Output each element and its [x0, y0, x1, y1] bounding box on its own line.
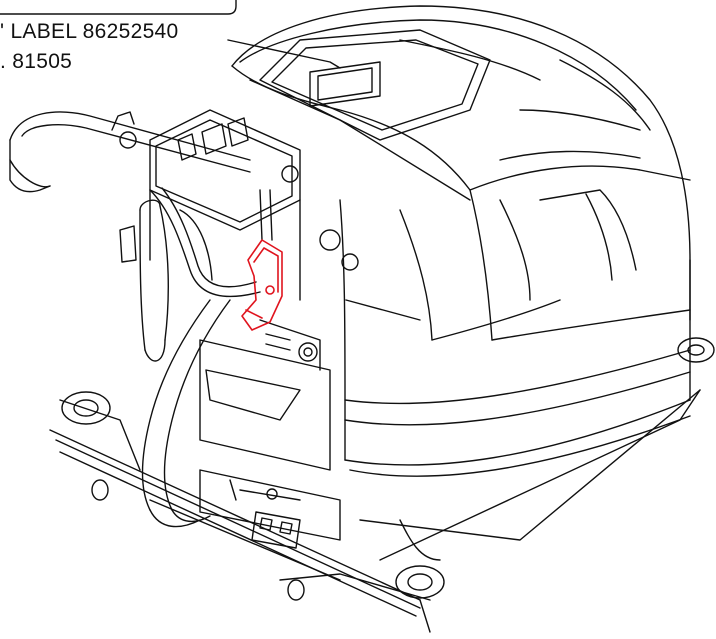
squeegee-assembly [49, 389, 701, 633]
wheels [61, 337, 715, 601]
callout-leader-line [227, 39, 341, 69]
callout-label-line-2: . 81505 [0, 50, 73, 73]
handle-bar [9, 111, 261, 298]
hose-assembly [119, 199, 231, 528]
callout-label-line-1: ' LABEL 86252540 [0, 20, 179, 43]
front-bracket [199, 469, 341, 549]
machine-body [339, 189, 691, 477]
knobs [119, 131, 359, 271]
callout-bubble [0, 0, 237, 15]
machine-hood [231, 5, 691, 341]
hood-lid [259, 29, 491, 141]
bracket-highlight [241, 239, 283, 331]
front-tank [199, 319, 331, 471]
